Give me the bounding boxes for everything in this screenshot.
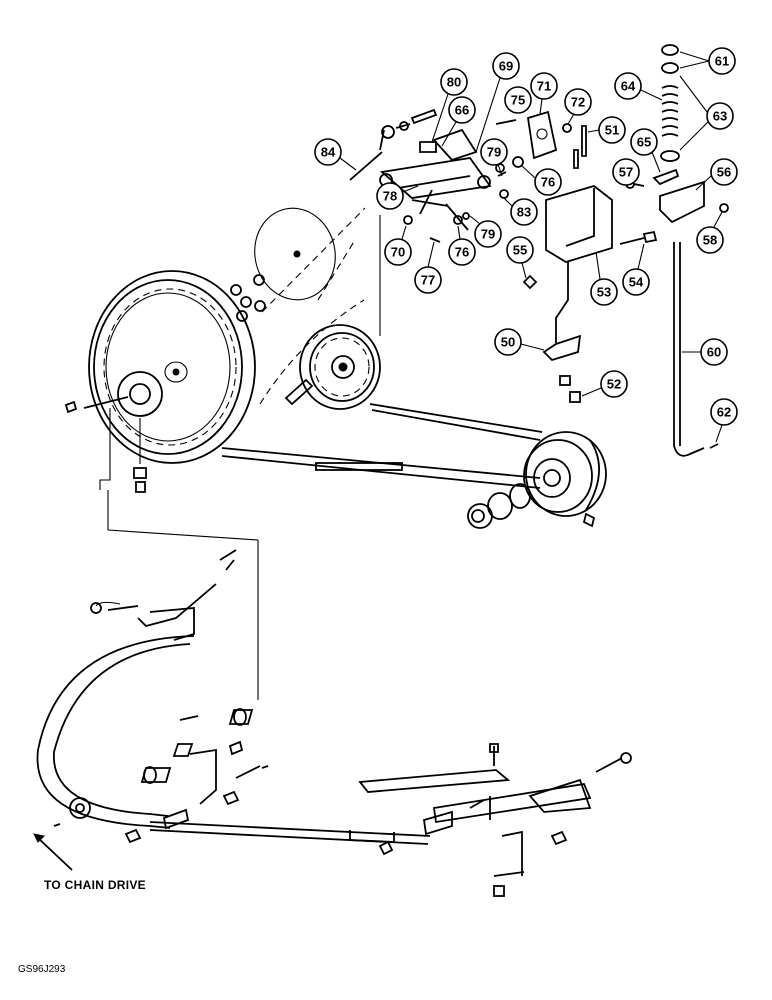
callout-63: 63 xyxy=(679,75,734,151)
svg-text:83: 83 xyxy=(517,205,531,220)
svg-text:78: 78 xyxy=(383,189,397,204)
svg-text:84: 84 xyxy=(321,145,336,160)
belts xyxy=(99,215,543,490)
callout-64: 64 xyxy=(614,72,663,101)
callout-58: 58 xyxy=(696,211,724,254)
chain-drive-arrow xyxy=(33,833,73,871)
callout-66: 66 xyxy=(441,96,476,147)
svg-text:69: 69 xyxy=(499,59,513,74)
callout-54: 54 xyxy=(622,243,650,296)
callout-77: 77 xyxy=(414,241,442,294)
callout-52: 52 xyxy=(581,370,628,398)
clutch-bracket xyxy=(522,185,658,403)
callout-57: 57 xyxy=(612,158,640,186)
svg-text:54: 54 xyxy=(629,275,644,290)
svg-text:52: 52 xyxy=(607,377,621,392)
callout-53: 53 xyxy=(590,251,618,306)
svg-text:51: 51 xyxy=(605,123,619,138)
callout-65: 65 xyxy=(630,128,661,173)
svg-text:66: 66 xyxy=(455,103,469,118)
callout-70: 70 xyxy=(384,225,412,266)
svg-text:77: 77 xyxy=(421,273,435,288)
svg-text:57: 57 xyxy=(619,165,633,180)
svg-text:62: 62 xyxy=(717,405,731,420)
idler-pulley xyxy=(284,324,381,410)
callout-84: 84 xyxy=(314,138,357,171)
svg-text:63: 63 xyxy=(713,109,727,124)
tension-rod xyxy=(625,44,729,457)
svg-text:75: 75 xyxy=(511,93,525,108)
svg-text:50: 50 xyxy=(501,335,515,350)
callout-56: 56 xyxy=(695,158,738,191)
disc-hardware xyxy=(230,274,266,322)
callout-62: 62 xyxy=(710,398,738,443)
callout-80: 80 xyxy=(431,68,468,143)
callout-55: 55 xyxy=(506,236,534,279)
large-pulley xyxy=(64,270,256,464)
callout-60: 60 xyxy=(682,338,728,366)
lower-band-assembly xyxy=(36,490,269,829)
callout-51: 51 xyxy=(587,116,626,144)
drawing-code-caption: GS96J293 xyxy=(18,964,66,975)
cover-disc xyxy=(254,207,366,313)
clutch-pulley xyxy=(467,431,607,529)
svg-text:71: 71 xyxy=(537,79,551,94)
to-chain-drive-caption: TO CHAIN DRIVE xyxy=(44,878,146,892)
svg-text:64: 64 xyxy=(621,79,636,94)
svg-text:53: 53 xyxy=(597,285,611,300)
callout-76-lower: 76 xyxy=(448,225,476,266)
svg-text:55: 55 xyxy=(513,243,527,258)
svg-text:65: 65 xyxy=(637,135,651,150)
svg-text:72: 72 xyxy=(571,95,585,110)
svg-text:70: 70 xyxy=(391,245,405,260)
callout-71: 71 xyxy=(530,72,558,115)
callout-72: 72 xyxy=(564,88,592,125)
callout-61: 61 xyxy=(679,47,736,75)
svg-text:79: 79 xyxy=(487,145,501,160)
lower-linkage xyxy=(124,743,632,897)
svg-text:56: 56 xyxy=(717,165,731,180)
callout-75: 75 xyxy=(504,86,532,114)
svg-text:61: 61 xyxy=(715,54,729,69)
callout-79-upper: 79 xyxy=(480,138,508,177)
svg-text:58: 58 xyxy=(703,233,717,248)
callout-69: 69 xyxy=(475,52,520,153)
svg-text:60: 60 xyxy=(707,345,721,360)
callout-76-upper: 76 xyxy=(521,165,562,196)
svg-text:80: 80 xyxy=(447,75,461,90)
svg-text:76: 76 xyxy=(541,175,555,190)
callout-83: 83 xyxy=(503,197,538,226)
callout-50: 50 xyxy=(494,328,545,356)
callout-78: 78 xyxy=(376,182,419,210)
hub-nut xyxy=(133,418,147,493)
svg-text:79: 79 xyxy=(481,227,495,242)
callout-79-lower: 79 xyxy=(469,215,502,248)
svg-text:76: 76 xyxy=(455,245,469,260)
